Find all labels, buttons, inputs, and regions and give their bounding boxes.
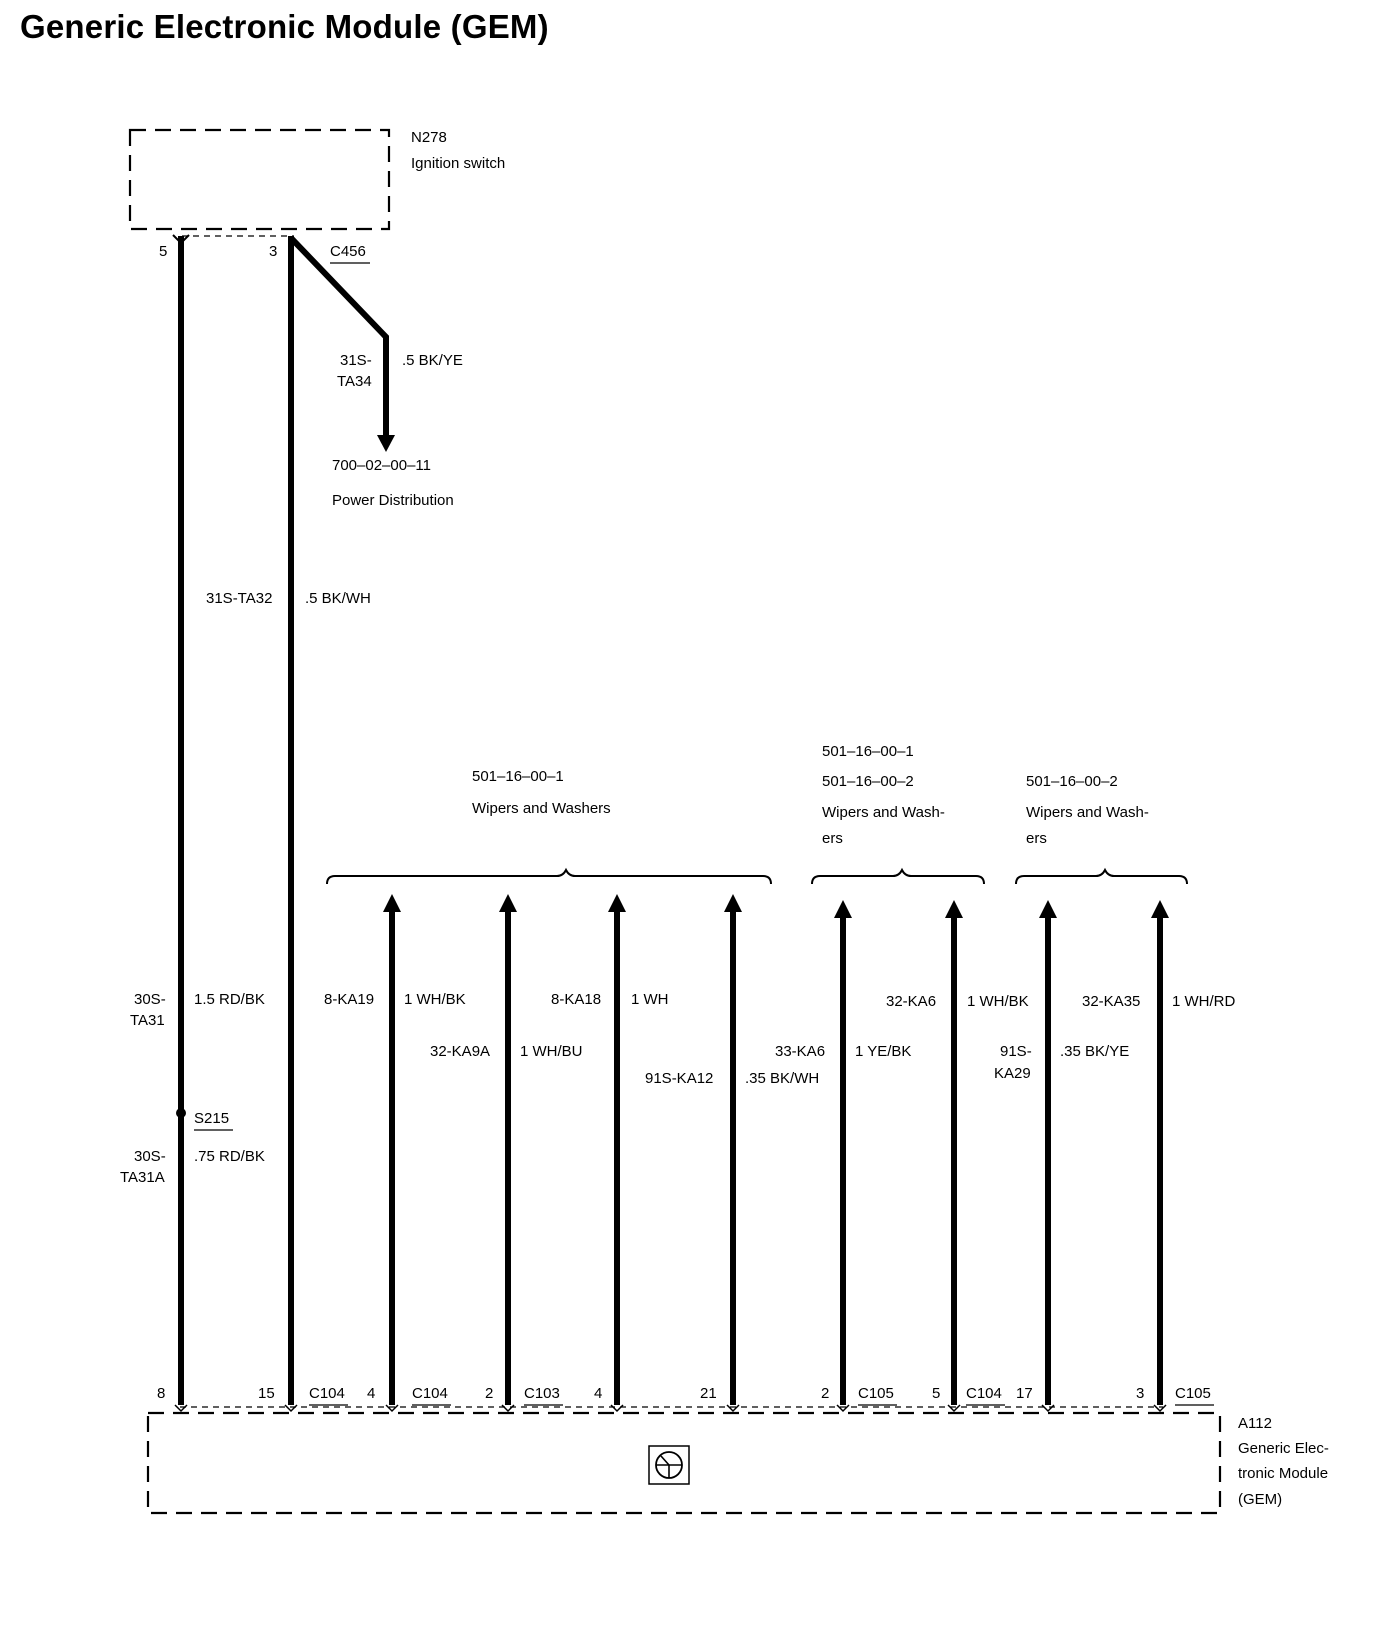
gem-connector-c104-c: C104 [966, 1385, 1002, 1402]
gem-pin-8: 8 [157, 1385, 165, 1402]
label-33-ka6: 33-KA6 [775, 1043, 825, 1060]
ref-group-3-ref: 501–16–00–2 [1026, 773, 1118, 790]
ref-group-2-ref2: 501–16–00–2 [822, 773, 914, 790]
gem-module-icon [648, 1445, 690, 1485]
ref-group-3-name2: ers [1026, 830, 1047, 847]
ref-group-2-name1: Wipers and Wash- [822, 804, 945, 821]
brace-group-1 [326, 867, 772, 885]
gem-connector-c104-b: C104 [412, 1385, 448, 1402]
spec-30s-ta31: 1.5 RD/BK [194, 991, 265, 1008]
spec-31s-ta32: .5 BK/WH [305, 590, 371, 607]
gem-module-name-line2: tronic Module [1238, 1465, 1328, 1482]
gem-connector-c105-a: C105 [858, 1385, 894, 1402]
gem-pin-3: 3 [1136, 1385, 1144, 1402]
label-8-ka18: 8-KA18 [551, 991, 601, 1008]
wire-8-ka18 [608, 894, 626, 1405]
ignition-switch: N278 Ignition switch [128, 128, 505, 231]
splice-s215: S215 [194, 1110, 229, 1127]
brace-group-3 [1015, 867, 1188, 885]
gem-connector-c105-b: C105 [1175, 1385, 1211, 1402]
switch-pin-5: 5 [159, 243, 167, 260]
ref-group-3-name1: Wipers and Wash- [1026, 804, 1149, 821]
gem-pin-4-a: 4 [367, 1385, 375, 1402]
spec-8-ka18: 1 WH [631, 991, 669, 1008]
label-91s-ka29-l2: KA29 [994, 1065, 1031, 1082]
wire-31s-ta34 [288, 235, 389, 435]
label-32-ka9a: 32-KA9A [430, 1043, 490, 1060]
label-31s-ta34-l1: 31S- [340, 352, 372, 369]
gem-module-name-line3: (GEM) [1238, 1491, 1282, 1508]
wire-32-ka35 [1151, 900, 1169, 1405]
wire-91s-ka12 [724, 894, 742, 1405]
label-30s-ta31-l2: TA31 [130, 1012, 165, 1029]
arrow-power-distribution [377, 435, 395, 452]
ignition-switch-id: N278 [411, 129, 447, 146]
power-distribution-name: Power Distribution [332, 492, 454, 509]
ignition-switch-name: Ignition switch [411, 155, 505, 172]
spec-32-ka35: 1 WH/RD [1172, 993, 1236, 1010]
label-91s-ka29-l1: 91S- [1000, 1043, 1032, 1060]
gem-module: A112 Generic Elec- tronic Module (GEM) [146, 1411, 1329, 1515]
gem-pin-4-b: 4 [594, 1385, 602, 1402]
brace-group-2 [811, 867, 985, 885]
label-32-ka6: 32-KA6 [886, 993, 936, 1010]
spec-32-ka9a: 1 WH/BU [520, 1043, 583, 1060]
power-distribution-ref: 700–02–00–11 [332, 457, 431, 474]
spec-32-ka6: 1 WH/BK [967, 993, 1029, 1010]
gem-module-name-line1: Generic Elec- [1238, 1440, 1329, 1457]
gem-pin-17: 17 [1016, 1385, 1033, 1402]
spec-31s-ta34: .5 BK/YE [402, 352, 463, 369]
wire-8-ka19 [383, 894, 401, 1405]
spec-33-ka6: 1 YE/BK [855, 1043, 911, 1060]
spec-30s-ta31a: .75 RD/BK [194, 1148, 265, 1165]
label-31s-ta32: 31S-TA32 [206, 590, 272, 607]
ref-group-1-ref: 501–16–00–1 [472, 768, 564, 785]
label-30s-ta31a-l2: TA31A [120, 1169, 165, 1186]
wire-32-ka9a [499, 894, 517, 1405]
spec-91s-ka12: .35 BK/WH [745, 1070, 819, 1087]
label-91s-ka12: 91S-KA12 [645, 1070, 713, 1087]
wire-91s-ka29 [1039, 900, 1057, 1405]
gem-connector-c104-a: C104 [309, 1385, 345, 1402]
gem-module-id: A112 [1238, 1415, 1272, 1432]
label-30s-ta31-l1: 30S- [134, 991, 166, 1008]
gem-pin-5: 5 [932, 1385, 940, 1402]
gem-pin-2-a: 2 [485, 1385, 493, 1402]
label-30s-ta31a-l1: 30S- [134, 1148, 166, 1165]
switch-pin-3: 3 [269, 243, 277, 260]
spec-91s-ka29: .35 BK/YE [1060, 1043, 1129, 1060]
spec-8-ka19: 1 WH/BK [404, 991, 466, 1008]
wire-33-ka6 [834, 900, 852, 1405]
label-32-ka35: 32-KA35 [1082, 993, 1140, 1010]
ref-group-2-name2: ers [822, 830, 843, 847]
ref-group-2-ref1: 501–16–00–1 [822, 743, 914, 760]
gem-connector-c103: C103 [524, 1385, 560, 1402]
label-8-ka19: 8-KA19 [324, 991, 374, 1008]
connector-c456: C456 [330, 243, 366, 260]
gem-pin-15: 15 [258, 1385, 275, 1402]
gem-pin-2-b: 2 [821, 1385, 829, 1402]
gem-pin-21: 21 [700, 1385, 717, 1402]
ref-group-1-name: Wipers and Washers [472, 800, 611, 817]
label-31s-ta34-l2: TA34 [337, 373, 372, 390]
wire-32-ka6 [945, 900, 963, 1405]
splice-s215-dot [176, 1108, 186, 1118]
page-title: Generic Electronic Module (GEM) [20, 8, 549, 45]
